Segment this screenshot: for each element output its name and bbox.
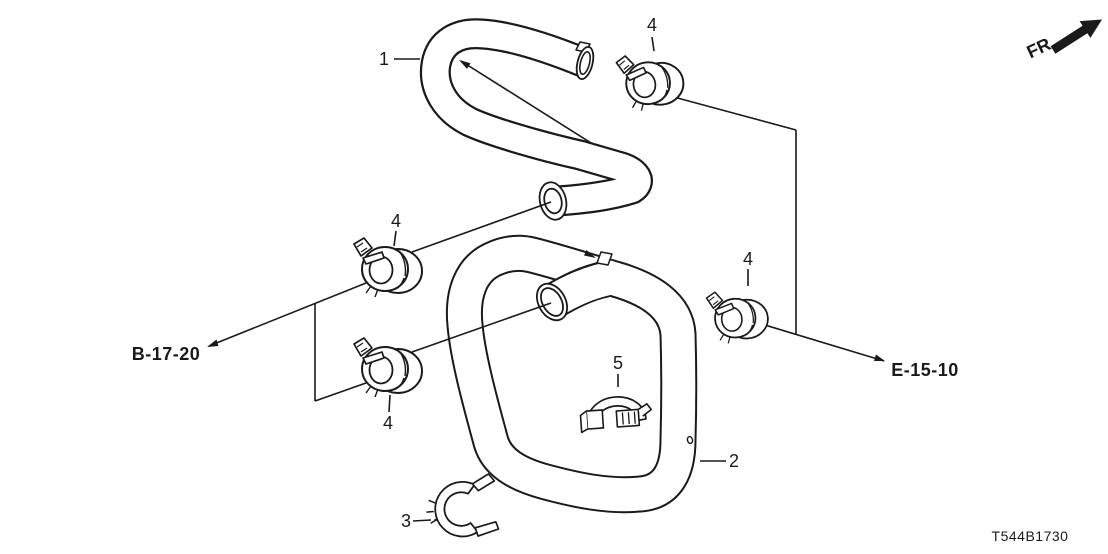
hose-1[interactable] xyxy=(419,18,653,223)
part-callout-3[interactable]: 3 xyxy=(400,511,412,531)
hose-2[interactable] xyxy=(445,234,698,514)
hose2-hole-mark xyxy=(686,435,694,445)
ref-label-b-17-20[interactable]: B-17-20 xyxy=(131,344,201,364)
leader-arrowheads xyxy=(207,339,885,522)
clamp-4-lower-left[interactable] xyxy=(353,337,423,398)
part-callout-1[interactable]: 1 xyxy=(378,49,390,69)
hose2-tab xyxy=(596,251,613,266)
part-callout-4-upper-left[interactable]: 4 xyxy=(390,211,402,231)
ref-label-e-15-10[interactable]: E-15-10 xyxy=(891,360,959,380)
part-callout-4-lower-left[interactable]: 4 xyxy=(382,413,394,433)
leader-lines xyxy=(208,36,885,522)
clamp-4-right[interactable] xyxy=(705,287,771,346)
clamp-4-upper-left[interactable] xyxy=(353,237,423,298)
part-callout-2[interactable]: 2 xyxy=(728,451,740,471)
part-callout-4-right[interactable]: 4 xyxy=(742,249,754,269)
part-callout-4-top-right[interactable]: 4 xyxy=(646,15,658,35)
hose2-tab-arrow xyxy=(584,250,596,258)
clamp-5[interactable] xyxy=(578,393,654,434)
clamp-4-top-right[interactable] xyxy=(614,49,687,114)
diagram-code: T544B1730 xyxy=(991,528,1069,544)
part-callout-5[interactable]: 5 xyxy=(612,353,624,373)
clamp-3[interactable] xyxy=(422,472,500,542)
fr-arrow-icon xyxy=(1050,19,1102,54)
